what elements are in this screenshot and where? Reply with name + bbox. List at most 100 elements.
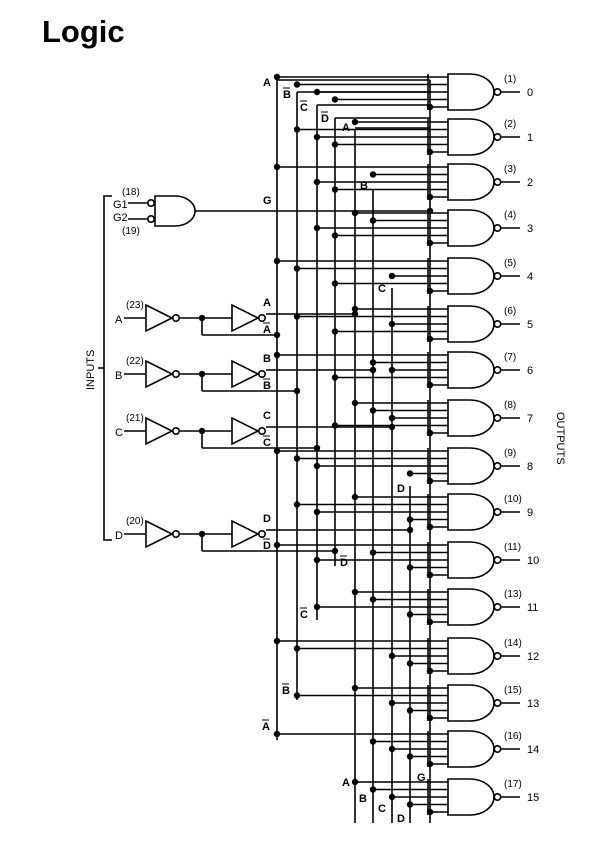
- output-bubble: [493, 413, 502, 422]
- output-pin-label: (9): [504, 448, 516, 459]
- junction-dot: [293, 265, 301, 272]
- junction-dot: [369, 549, 377, 556]
- outputs-side-label: OUTPUTS: [554, 412, 566, 465]
- output-pin-label: (15): [504, 685, 522, 696]
- junction-dot: [388, 699, 396, 707]
- output-label: 4: [527, 271, 533, 283]
- output-label: 3: [527, 223, 533, 235]
- bus-label-d: D: [397, 813, 405, 825]
- nand-gate-output-10: [447, 541, 495, 579]
- output-pin-label: (13): [504, 589, 522, 600]
- junction-dot: [388, 414, 396, 422]
- input-buffer: [231, 519, 260, 549]
- output-pin-label: (10): [504, 494, 522, 505]
- output-bubble: [493, 319, 502, 328]
- junction-dot: [369, 407, 377, 414]
- input-inverter: [145, 359, 174, 389]
- output-pin-label: (14): [504, 638, 522, 649]
- junction-dot: [369, 171, 377, 178]
- bus-label-a: A: [342, 122, 350, 134]
- junction-dot: [426, 477, 434, 485]
- buffer-bubble: [257, 313, 266, 322]
- junction-dot: [426, 148, 434, 156]
- junction-dot: [426, 760, 434, 768]
- inverter-bubble: [172, 426, 181, 435]
- output-bubble: [493, 555, 502, 564]
- junction-dot: [273, 331, 281, 339]
- inverter-bubble: [172, 529, 181, 538]
- junction-dot: [426, 523, 434, 531]
- junction-dot: [293, 126, 301, 133]
- bus-label-c-bar: C: [300, 102, 308, 114]
- bus-label-c: C: [378, 283, 386, 295]
- inputs-bracket: [103, 195, 112, 541]
- output-bubble: [493, 507, 502, 516]
- comp-label: D: [263, 540, 271, 552]
- output-pin-label: (7): [504, 352, 516, 363]
- junction-dot: [273, 257, 281, 265]
- junction-dot: [313, 462, 321, 470]
- junction-dot: [331, 422, 339, 429]
- junction-dot: [313, 556, 321, 564]
- junction-dot: [313, 508, 321, 516]
- comp-label: C: [263, 437, 271, 449]
- output-pin-label: (5): [504, 258, 516, 269]
- junction-dot: [351, 493, 359, 501]
- buffer-bubble: [257, 369, 266, 378]
- junction-dot: [313, 603, 321, 611]
- junction-dot: [293, 455, 301, 462]
- junction-dot: [351, 305, 359, 313]
- output-bubble: [493, 792, 502, 801]
- junction-dot: [313, 444, 321, 452]
- bus-label-b: B: [359, 793, 367, 805]
- junction-dot: [406, 470, 414, 477]
- junction-dot: [331, 547, 339, 555]
- junction-dot: [369, 366, 377, 374]
- nand-gate-output-6: [447, 351, 495, 389]
- junction-dot: [273, 541, 281, 549]
- junction-dot: [406, 611, 414, 618]
- inverter-bubble: [172, 313, 181, 322]
- nand-gate-output-0: [447, 73, 495, 111]
- output-pin-label: (4): [504, 210, 516, 221]
- junction-dot: [331, 96, 339, 103]
- junction-dot: [369, 217, 377, 224]
- inverter-bubble: [172, 369, 181, 378]
- junction-dot: [293, 81, 301, 88]
- input-pin-label: (21): [126, 413, 144, 424]
- input-inverter: [145, 519, 174, 549]
- output-label: 12: [527, 651, 539, 663]
- junction-dot: [369, 786, 377, 793]
- output-pin-label: (1): [504, 74, 516, 85]
- input-label: D: [115, 530, 123, 542]
- junction-dot: [406, 516, 414, 523]
- enable-bus-label: G: [263, 195, 272, 207]
- junction-dot: [331, 232, 339, 239]
- bus-label-b-bar: B: [282, 685, 290, 697]
- junction-dot: [293, 313, 301, 320]
- junction-dot: [313, 133, 321, 141]
- input-buffer: [231, 359, 260, 389]
- nand-gate-output-1: [447, 118, 495, 156]
- input-label: C: [115, 427, 123, 439]
- enable-nor-gate: [154, 195, 196, 227]
- true-label: A: [263, 297, 271, 309]
- junction-dot: [351, 310, 359, 318]
- true-label: D: [263, 513, 271, 525]
- input-label: B: [115, 370, 122, 382]
- input-pin-label: (23): [126, 300, 144, 311]
- bus-label-a: A: [263, 77, 271, 89]
- nand-gate-output-15: [447, 778, 495, 816]
- bus-label-b-bar: B: [283, 89, 291, 101]
- junction-dot: [293, 692, 301, 699]
- output-label: 7: [527, 413, 533, 425]
- output-bubble: [493, 133, 502, 142]
- output-bubble: [493, 365, 502, 374]
- bus-label-c-bar: C: [300, 609, 308, 621]
- junction-dot: [426, 571, 434, 579]
- bus-label-d: D: [397, 483, 405, 495]
- junction-dot: [351, 209, 359, 217]
- input-inverter: [145, 416, 174, 446]
- junction-dot: [426, 103, 434, 111]
